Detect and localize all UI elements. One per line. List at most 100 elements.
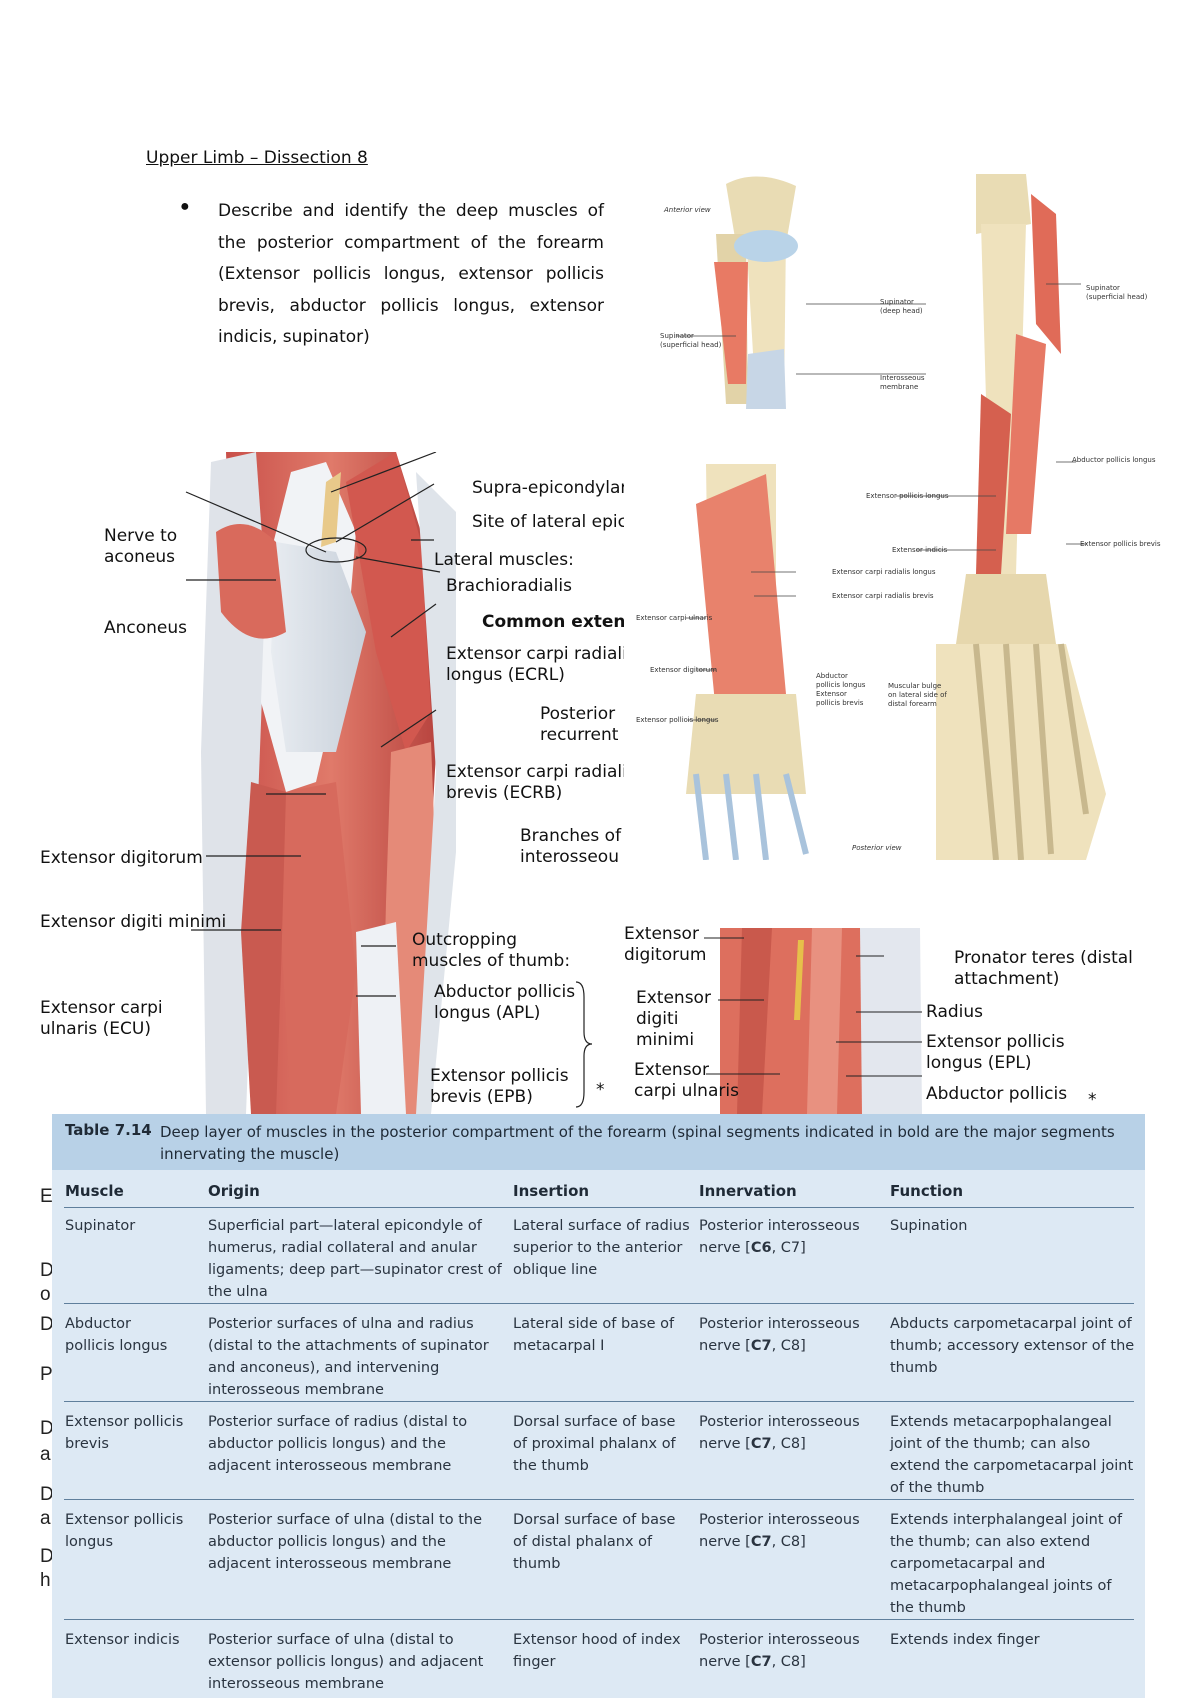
- cell-innervation: Posterior interosseous nerve [C7, C8]: [699, 1629, 883, 1673]
- cell-function: Extends metacarpophalangeal joint of the…: [890, 1414, 1134, 1496]
- table-caption: Deep layer of muscles in the posterior c…: [160, 1123, 1115, 1163]
- label-ecrl-right: Extensor carpi radialis longus: [832, 568, 936, 576]
- cell-function: Extends interphalangeal joint of the thu…: [890, 1512, 1123, 1616]
- document-title: Upper Limb – Dissection 8: [146, 148, 368, 168]
- header-rule: [64, 1207, 1134, 1208]
- label-common-extensor: Common exten:: [482, 612, 624, 632]
- column-header-function: Function: [890, 1182, 964, 1200]
- innervation-tail: , C8]: [771, 1654, 806, 1670]
- stray-letter: D: [40, 1484, 54, 1505]
- label-supinator-superficial-head-right: Supinator (superficial head): [1086, 284, 1148, 301]
- label-site-lateral-epicondyle: Site of lateral epic: [472, 512, 624, 532]
- stray-letter: D: [40, 1418, 54, 1439]
- label-extensor-digiti-minimi: Extensor digiti minimi: [40, 912, 227, 932]
- thumb-muscle-illustration: [704, 928, 922, 1114]
- label-ecrl: Extensor carpi radiali longus (ECRL): [446, 644, 624, 685]
- innervation-major-segment: C7: [750, 1654, 772, 1670]
- label-muscular-bulge: Muscular bulge on lateral side of distal…: [888, 682, 947, 708]
- label-ecu-right: Extensor carpi ulnaris: [636, 614, 713, 622]
- label-extensor-indicis: Extensor indicis: [892, 546, 948, 554]
- row-rule: [64, 1499, 1134, 1500]
- cell-origin: Posterior surface of ulna (distal to the…: [208, 1512, 482, 1572]
- objective-text: Describe and identify the deep muscles o…: [218, 201, 604, 347]
- cell-origin: Posterior surface of ulna (distal to ext…: [208, 1632, 484, 1692]
- cell-muscle: Supinator: [65, 1218, 136, 1234]
- muscle-table: Table 7.14 Deep layer of muscles in the …: [52, 1114, 1145, 1698]
- innervation-tail: , C8]: [771, 1436, 806, 1452]
- stray-letter: a: [40, 1444, 51, 1465]
- label-extensor-carpi-ulnaris: Extensor carpi ulnaris (ECU): [40, 998, 163, 1039]
- innervation-tail: , C7]: [771, 1240, 806, 1256]
- label-anconeus: Anconeus: [104, 618, 188, 638]
- cell-origin: Posterior surfaces of ulna and radius (d…: [208, 1316, 489, 1398]
- label-supinator-deep-head: Supinator (deep head): [880, 298, 923, 315]
- cell-insertion: Lateral side of base of metacarpal I: [513, 1316, 675, 1354]
- innervation-major-segment: C7: [750, 1436, 772, 1452]
- stray-letter: o: [40, 1284, 51, 1305]
- label-supinator-superficial-head: Supinator (superficial head): [660, 332, 722, 349]
- row-rule: [64, 1619, 1134, 1620]
- table-caption-bar: Table 7.14 Deep layer of muscles in the …: [52, 1114, 1145, 1170]
- innervation-text: Posterior interosseous nerve [: [699, 1512, 860, 1550]
- label-extensor-digitorum-right: Extensor digitorum: [650, 666, 718, 674]
- label-branches-interosseous: Branches of interosseou: [520, 826, 622, 867]
- cell-muscle: Extensor pollicis longus: [65, 1512, 184, 1550]
- cell-insertion: Dorsal surface of base of distal phalanx…: [513, 1512, 676, 1572]
- innervation-major-segment: C6: [750, 1240, 772, 1256]
- innervation-text: Posterior interosseous nerve [: [699, 1414, 860, 1452]
- stray-letter: D: [40, 1546, 54, 1567]
- cell-function: Abducts carpometacarpal joint of thumb; …: [890, 1316, 1135, 1376]
- label-apl: Abductor pollicis longus (APL): [434, 982, 576, 1023]
- label-abductor-pollicis-longus: Abductor pollicis longus: [1072, 456, 1156, 464]
- table-number: Table 7.14: [65, 1121, 152, 1139]
- label-extensor-pollicis-longus: Extensor pollicis longus: [866, 492, 949, 500]
- cell-innervation: Posterior interosseous nerve [C7, C8]: [699, 1313, 883, 1357]
- cell-innervation: Posterior interosseous nerve [C6, C7]: [699, 1215, 883, 1259]
- label-supra-epicondylar: Supra-epicondylar: [472, 478, 624, 498]
- cell-innervation: Posterior interosseous nerve [C7, C8]: [699, 1411, 883, 1455]
- cell-origin: Posterior surface of radius (distal to a…: [208, 1414, 468, 1474]
- label-pronator-teres: Pronator teres (distal attachment): [954, 948, 1133, 989]
- label-ecrb: Extensor carpi radiali brevis (ECRB): [446, 762, 624, 803]
- innervation-text: Posterior interosseous nerve [: [699, 1218, 860, 1256]
- bullet-icon: ●: [180, 198, 190, 215]
- label-epb: Extensor pollicis brevis (EPB): [430, 1066, 569, 1107]
- innervation-major-segment: C7: [750, 1338, 772, 1354]
- column-header-muscle: Muscle: [65, 1182, 124, 1200]
- label-ecu-bottom: Extensor carpi ulnaris: [634, 1060, 739, 1101]
- label-anterior-view: Anterior view: [664, 206, 711, 214]
- figure-superficial-extensors: Nerve to aconeus Anconeus Extensor digit…: [36, 452, 624, 1114]
- label-apl-bottom: Abductor pollicis: [926, 1084, 1068, 1104]
- cell-muscle: Extensor pollicis brevis: [65, 1414, 184, 1452]
- stray-letter: E: [40, 1186, 53, 1207]
- label-lateral-muscles: Lateral muscles:: [434, 550, 574, 570]
- cell-insertion: Lateral surface of radius superior to th…: [513, 1218, 690, 1278]
- label-outcropping-muscles: Outcropping muscles of thumb:: [412, 930, 571, 971]
- column-header-insertion: Insertion: [513, 1182, 590, 1200]
- label-interosseous-membrane: Interosseous membrane: [880, 374, 925, 391]
- label-epl-bottom: Extensor pollicis longus (EPL): [926, 1032, 1065, 1073]
- cell-function: Supination: [890, 1218, 968, 1234]
- deep-muscle-illustration: [676, 174, 1106, 860]
- cell-origin: Superficial part—lateral epicondyle of h…: [208, 1218, 502, 1300]
- column-header-innervation: Innervation: [699, 1182, 797, 1200]
- label-star: *: [596, 1080, 605, 1100]
- cell-function: Extends index finger: [890, 1632, 1040, 1648]
- label-extensor-pollicis-brevis: Extensor pollicis brevis: [1080, 540, 1161, 548]
- label-epl-right-lower: Extensor pollicis longus: [636, 716, 719, 724]
- row-rule: [64, 1401, 1134, 1402]
- label-posterior-view: Posterior view: [852, 844, 902, 852]
- innervation-tail: , C8]: [771, 1534, 806, 1550]
- stray-letter: D: [40, 1260, 54, 1281]
- label-extensor-digitorum-bottom: Extensor digitorum: [624, 924, 707, 965]
- stray-letter: h: [40, 1570, 51, 1591]
- figure-deep-muscles: Anterior view Supinator (deep head) Supi…: [636, 174, 1184, 860]
- cell-muscle: Extensor indicis: [65, 1632, 180, 1648]
- forearm-muscle-illustration: [185, 452, 593, 1114]
- stray-letter: P: [40, 1364, 53, 1385]
- label-apl-epb-group: Abductor pollicis longus Extensor pollic…: [816, 672, 866, 707]
- cell-muscle: Abductor pollicis longus: [65, 1316, 168, 1354]
- innervation-tail: , C8]: [771, 1338, 806, 1354]
- label-extensor-digiti-minimi-bottom: Extensor digiti minimi: [636, 988, 711, 1050]
- stray-letter: a: [40, 1508, 51, 1529]
